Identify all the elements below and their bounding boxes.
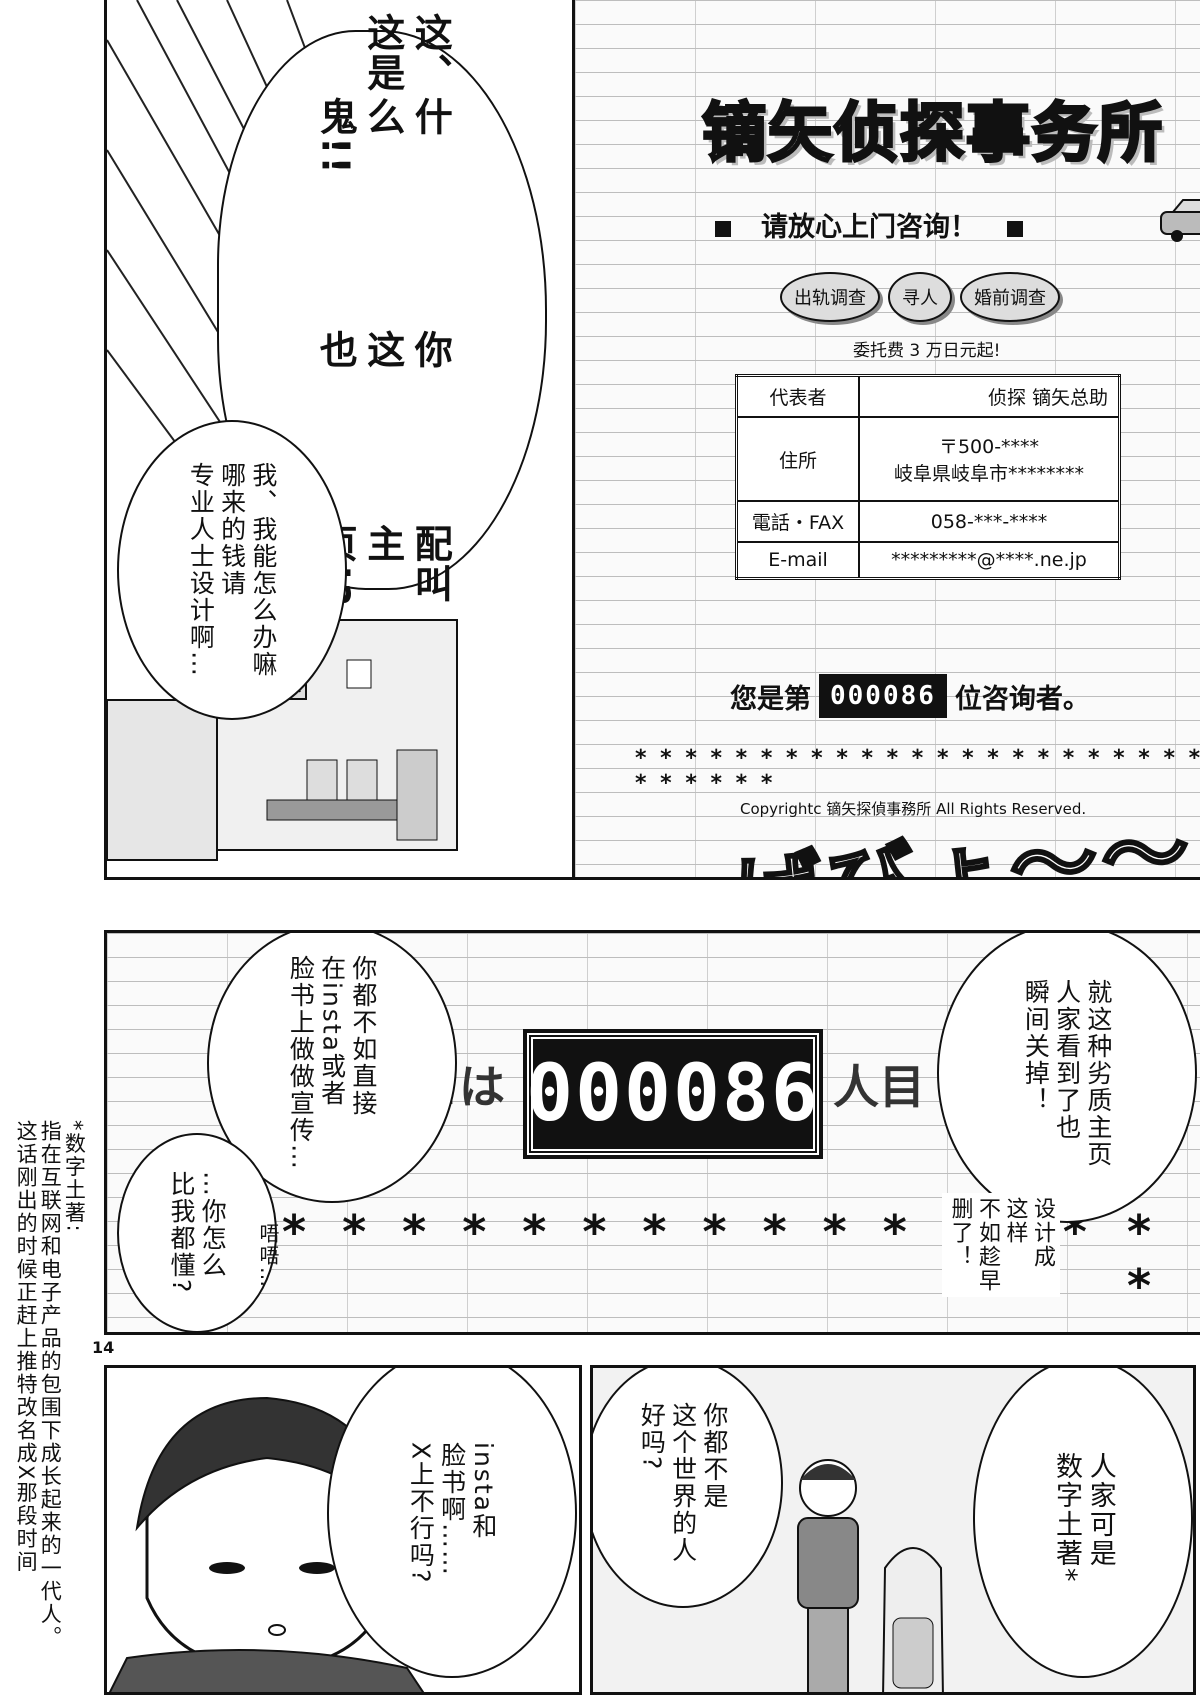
digital-line-2: 数字土著*	[1051, 1452, 1082, 1584]
tagline-text: 请放心上门咨询！	[761, 212, 977, 243]
aside-line-3: 不如趁早	[975, 1197, 1000, 1293]
native-line-1: 你都不是	[699, 1402, 729, 1510]
footnote-line-2: 指在互联网和电子产品的包围下成长起来的一代人。	[38, 1120, 63, 1649]
shout-line-2: 什么鬼!!	[313, 96, 453, 176]
reply-line-1: 我、我能怎么办嘛	[248, 462, 278, 678]
website-mockup: 镝矢侦探事务所 请放心上门咨询！ 出轨调查 寻人 婚前调查 委托费 3 万日元起…	[572, 0, 1200, 877]
panel-1: 探 偵 这、这是 什么鬼!! 你这也 配叫主页!? 我、我能怎么办嘛 哪来的钱请…	[104, 0, 1200, 880]
reply-line-3: 专业人士设计啊…	[186, 462, 216, 678]
speed-lines	[107, 0, 468, 861]
info-value: 058-***-****	[858, 500, 1121, 543]
info-key: E-mail	[735, 541, 860, 580]
visitor-prefix: 您是第	[730, 683, 811, 715]
footnote-line-1: *数字土著:	[62, 1120, 87, 1234]
small-line-1: …你怎么	[198, 1171, 228, 1280]
footnote-line-3: 这话刚出的时候正赶上推特改名成X那段时间	[14, 1120, 39, 1574]
fee-text: 委托费 3 万日元起!	[853, 341, 1001, 361]
square-bullet-icon	[715, 220, 731, 237]
car-icon	[1160, 199, 1200, 242]
service-pill[interactable]: 婚前调查	[960, 272, 1060, 322]
visitor-count: 000086	[819, 674, 947, 718]
site-title: 镝矢侦探事务所	[701, 96, 1164, 173]
info-key: 代表者	[735, 374, 860, 418]
info-value: 〒500-**** 岐阜県岐阜市********	[858, 416, 1121, 502]
service-list: 出轨调查 寻人 婚前调查	[780, 272, 1060, 322]
page-number: 14	[92, 1338, 115, 1357]
complaint-line-2: 人家看到了也	[1052, 978, 1082, 1141]
aside-line-1: 设计成	[1030, 1197, 1055, 1269]
speech-bubble-reply: 我、我能怎么办嘛 哪来的钱请 专业人士设计啊…	[117, 420, 347, 720]
copyright: Copyrightc 镝矢探偵事務所 All Rights Reserved.	[740, 800, 1087, 818]
table-row: E-mail*********@****.ne.jp	[735, 541, 1121, 580]
info-value: 侦探 镝矢总助	[858, 374, 1121, 418]
footnote: *数字土著: 指在互联网和电子产品的包围下成长起来的一代人。 这话刚出的时候正赶…	[14, 1120, 86, 1649]
site-tagline: 请放心上门咨询！	[685, 205, 1053, 244]
reply-line-2: 哪来的钱请	[217, 462, 247, 597]
service-pill[interactable]: 寻人	[888, 272, 952, 322]
info-value: *********@****.ne.jp	[858, 541, 1121, 580]
native-line-3: 好吗?	[637, 1402, 667, 1472]
square-bullet-icon	[1007, 220, 1023, 237]
advice-line-1: 你都不如直接	[348, 955, 378, 1117]
small-line-2: 比我都懂?	[167, 1171, 196, 1295]
aside-line-2: 这样	[1002, 1197, 1028, 1245]
advice-line-2: 在insta或者	[317, 955, 347, 1107]
speech-bubble-small: …你怎么 比我都懂?	[117, 1133, 277, 1332]
visitor-suffix: 位咨询者。	[954, 683, 1090, 715]
panel-4: 你都不是 这个世界的人 好吗? 人家可是 数字土著*	[590, 1365, 1196, 1695]
shout-line-1: 这、这是	[360, 12, 453, 93]
panel-3: insta和 脸书啊…… X上不行吗?	[104, 1365, 582, 1695]
visitor-counter: 您是第 000086 位咨询者。	[730, 674, 1090, 718]
digital-line-1: 人家可是	[1084, 1452, 1116, 1569]
aside-line-4: 删了！	[947, 1197, 973, 1269]
complaint-line-1: 就这种劣质主页	[1083, 978, 1113, 1168]
speech-bubble-native: 你都不是 这个世界的人 好吗?	[593, 1368, 783, 1608]
question-line-3: X上不行吗?	[406, 1441, 436, 1585]
info-key: 電話・FAX	[735, 500, 860, 543]
complaint-line-3: 瞬间关掉！	[1021, 978, 1051, 1114]
shout-line-3: 你这也	[313, 329, 453, 370]
panel-2: とは 000086 人目 * * * * * * * * * * * * * *…	[104, 930, 1200, 1335]
stars-row-right: * *	[1127, 1205, 1162, 1313]
info-table: 代表者侦探 镝矢总助 住所〒500-**** 岐阜県岐阜市******** 電話…	[735, 374, 1121, 580]
advice-line-3: 脸书上做做宣传…	[286, 955, 316, 1171]
visitor-count-large: 000086	[523, 1029, 823, 1159]
question-line-1: insta和	[468, 1441, 498, 1540]
murmur-text: 唔唔…	[256, 1223, 280, 1289]
native-line-2: 这个世界的人	[668, 1402, 698, 1564]
info-key: 住所	[735, 416, 860, 502]
table-row: 代表者侦探 镝矢总助	[735, 374, 1121, 418]
service-pill[interactable]: 出轨调查	[780, 272, 880, 322]
characters-small	[797, 1459, 944, 1692]
stars-divider: * * * * * * * * * * * * * * * * * * * * …	[635, 746, 1200, 796]
speech-bubble-digital-native: 人家可是 数字土著*	[973, 1368, 1193, 1678]
jp-text-right: 人目	[833, 1060, 925, 1114]
aside-text: 设计成 这样 不如趁早 删了！	[942, 1193, 1060, 1297]
question-line-2: 脸书啊……	[437, 1441, 467, 1577]
speech-bubble-question: insta和 脸书啊…… X上不行吗?	[327, 1368, 577, 1678]
table-row: 住所〒500-**** 岐阜県岐阜市********	[735, 416, 1121, 502]
speech-bubble-complaint: 就这种劣质主页 人家看到了也 瞬间关掉！	[937, 933, 1197, 1223]
